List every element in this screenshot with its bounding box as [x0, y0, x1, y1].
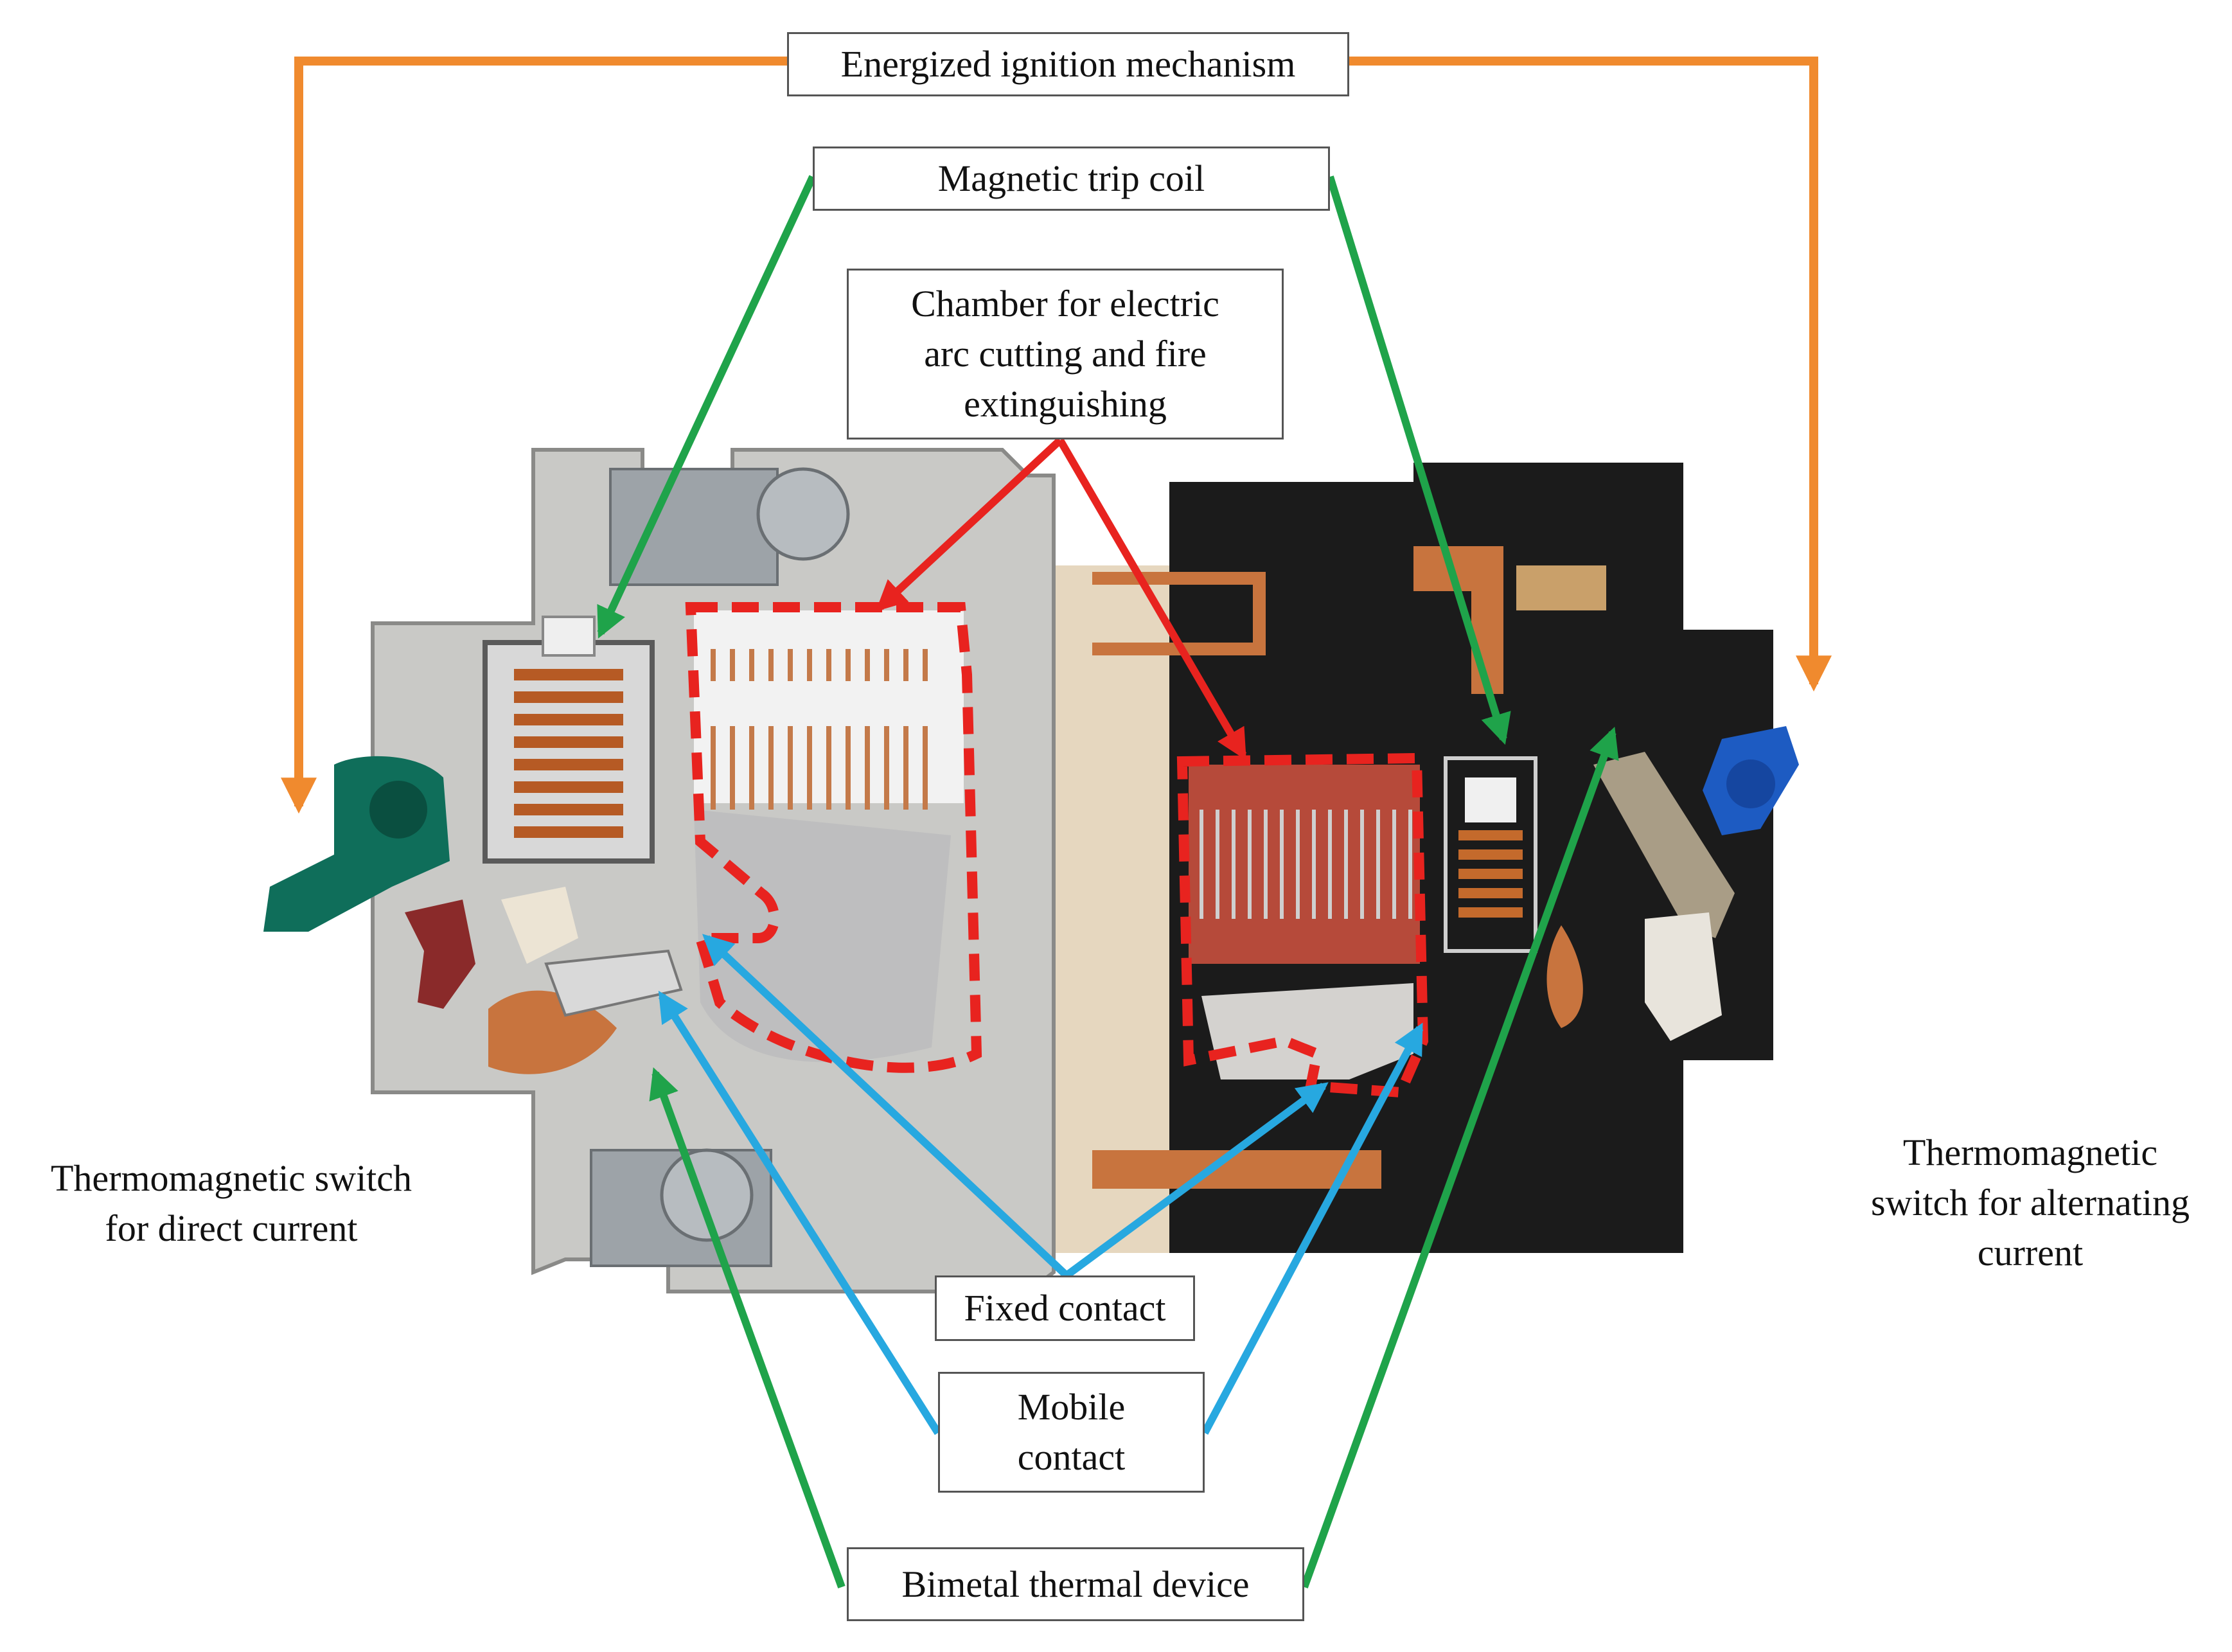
label-energized-ignition-mechanism: Energized ignition mechanism — [787, 32, 1349, 96]
fixed-contact-arrow-right — [1064, 1082, 1329, 1279]
ac-coil-frame — [1444, 756, 1537, 953]
arc-chamber-arrow-left — [875, 437, 1063, 612]
dc-top-terminal — [609, 468, 779, 586]
ac-copper-braid — [1546, 925, 1583, 1028]
caption-line-3: current — [1977, 1232, 2084, 1274]
dc-red-lever — [405, 900, 475, 1009]
caption-line-1: Thermomagnetic — [1902, 1132, 2158, 1173]
ac-top-screw — [1516, 565, 1606, 610]
label-mobile-contact: Mobile contact — [938, 1372, 1205, 1493]
dc-coil-plunger — [542, 616, 596, 657]
label-magnetic-trip-coil: Magnetic trip coil — [813, 147, 1330, 211]
ac-breaker — [1092, 463, 1799, 1253]
ac-white-cam — [1645, 912, 1722, 1041]
dc-coil-spring — [514, 669, 623, 838]
dc-mobile-contact — [544, 949, 683, 1017]
label-text: Fixed contact — [964, 1287, 1166, 1329]
ac-plate-grid — [1200, 810, 1412, 919]
dc-top-screw — [756, 467, 850, 561]
dc-plate-slots — [711, 649, 928, 810]
ac-lever — [1593, 752, 1735, 938]
ac-copper-hook — [1092, 572, 1266, 655]
caption-line-2: for direct current — [105, 1207, 358, 1249]
label-text: Magnetic trip coil — [937, 157, 1205, 199]
ac-arc-plates — [1189, 765, 1420, 964]
bimetal-arrow-left — [649, 1067, 846, 1589]
dc-bottom-screw — [660, 1148, 754, 1242]
label-bimetal-thermal-device: Bimetal thermal device — [847, 1547, 1304, 1621]
arc-chamber-arrow-right — [1056, 438, 1247, 761]
dc-chamber-outline — [685, 602, 982, 1073]
trip-coil-arrow-left — [597, 175, 817, 639]
label-line-1: Chamber for electric — [911, 283, 1219, 324]
bimetal-arrow-right — [1300, 726, 1619, 1589]
dc-arc-runner — [694, 810, 951, 1062]
label-line-1: Mobile — [1017, 1386, 1126, 1428]
label-text: Energized ignition mechanism — [840, 43, 1296, 85]
label-arc-chamber: Chamber for electric arc cutting and fir… — [847, 269, 1284, 440]
label-line-3: extinguishing — [964, 383, 1167, 425]
label-text: Bimetal thermal device — [901, 1563, 1250, 1605]
caption-line-2: switch for alternating — [1870, 1182, 2190, 1223]
ignition-arrow-right — [1349, 57, 1832, 692]
ac-coil-spring — [1458, 830, 1523, 918]
ac-handle-knob — [1726, 759, 1775, 808]
label-line-2: arc cutting and fire — [924, 333, 1207, 375]
mobile-contact-arrow-left — [658, 990, 942, 1435]
ac-bottom-terminal — [1092, 1150, 1381, 1189]
ignition-arrow-left — [281, 57, 787, 814]
label-fixed-contact: Fixed contact — [935, 1275, 1195, 1341]
caption-ac-switch: Thermomagnetic switch for alternating cu… — [1831, 1128, 2229, 1278]
ac-coil-plunger — [1465, 777, 1516, 822]
label-line-2: contact — [1017, 1436, 1126, 1478]
fixed-contact-arrow-left — [702, 934, 1070, 1279]
trip-coil-arrow-right — [1326, 175, 1511, 745]
dc-handle-knob — [369, 781, 427, 839]
caption-line-1: Thermomagnetic switch — [50, 1157, 412, 1199]
mobile-contact-arrow-right — [1201, 1022, 1424, 1435]
dc-white-cam — [501, 887, 578, 964]
caption-dc-switch: Thermomagnetic switch for direct current — [13, 1153, 450, 1254]
ac-fixed-plate — [1201, 983, 1413, 1079]
